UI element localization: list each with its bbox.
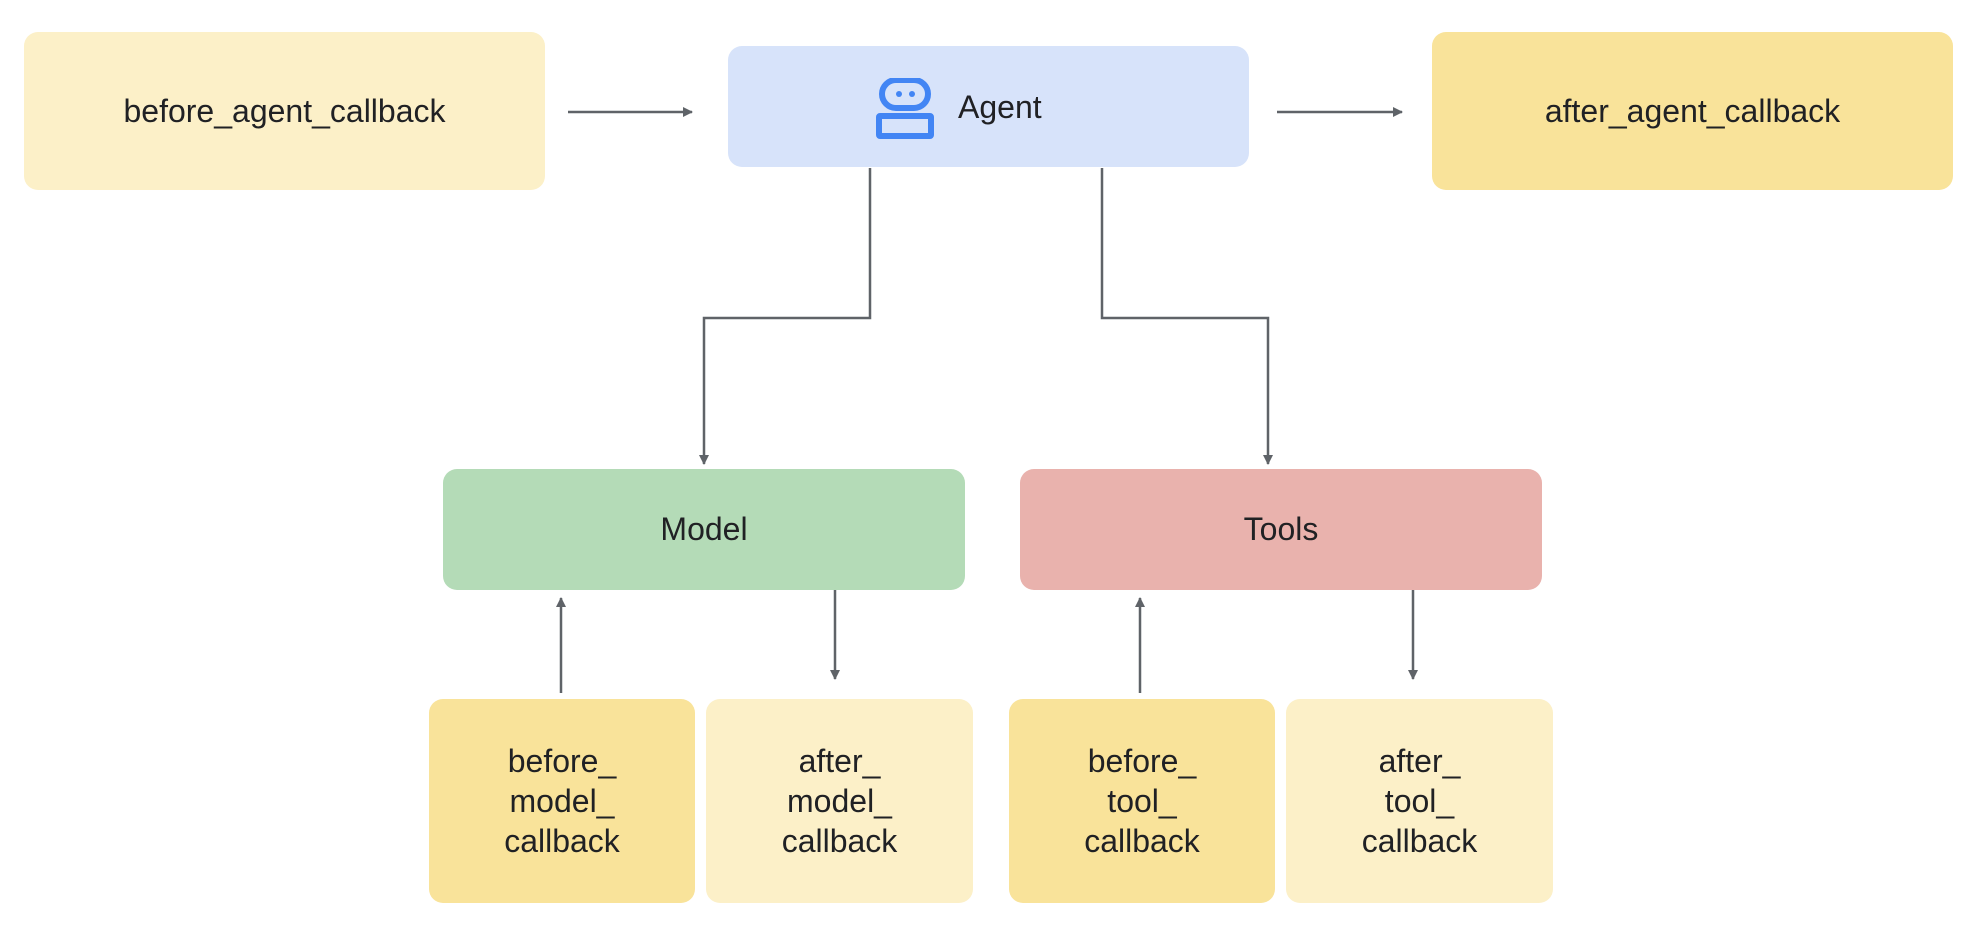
after-model-callback-box: after_ model_ callback [706, 699, 973, 903]
after-model-callback-line: callback [781, 823, 898, 859]
tools-label: Tools [1243, 511, 1319, 547]
after-tool-callback-line: after_ [1378, 743, 1461, 779]
before-model-callback-line: model_ [509, 783, 615, 819]
before-model-callback-line: before_ [507, 743, 617, 779]
robot-icon [876, 78, 934, 139]
after-agent-callback-box: after_agent_callback [1432, 32, 1953, 190]
before-model-callback-box: before_ model_ callback [429, 699, 695, 903]
after-model-callback-line: model_ [787, 783, 892, 819]
before-tool-callback-box: before_ tool_ callback [1009, 699, 1275, 903]
before-model-callback-line: callback [504, 823, 620, 859]
after-tool-callback-box: after_ tool_ callback [1286, 699, 1553, 903]
before-agent-callback-label: before_agent_callback [123, 92, 446, 129]
after-tool-callback-line: tool_ [1384, 783, 1455, 819]
agent-label: Agent [958, 89, 1042, 125]
after-model-callback-line: after_ [798, 743, 881, 779]
model-box: Model [443, 469, 965, 590]
before-agent-callback-box: before_agent_callback [24, 32, 545, 190]
before-tool-callback-line: before_ [1087, 743, 1197, 779]
before-tool-callback-line: callback [1084, 823, 1200, 859]
agent-box [728, 46, 1249, 167]
tools-box: Tools [1020, 469, 1542, 590]
before-tool-callback-line: tool_ [1107, 783, 1177, 819]
arrow-agent-to-model [699, 168, 872, 465]
after-agent-callback-label: after_agent_callback [1544, 92, 1841, 129]
model-label: Model [660, 511, 748, 547]
arrow-agent-to-tools [1100, 168, 1273, 465]
after-tool-callback-line: callback [1361, 823, 1478, 859]
